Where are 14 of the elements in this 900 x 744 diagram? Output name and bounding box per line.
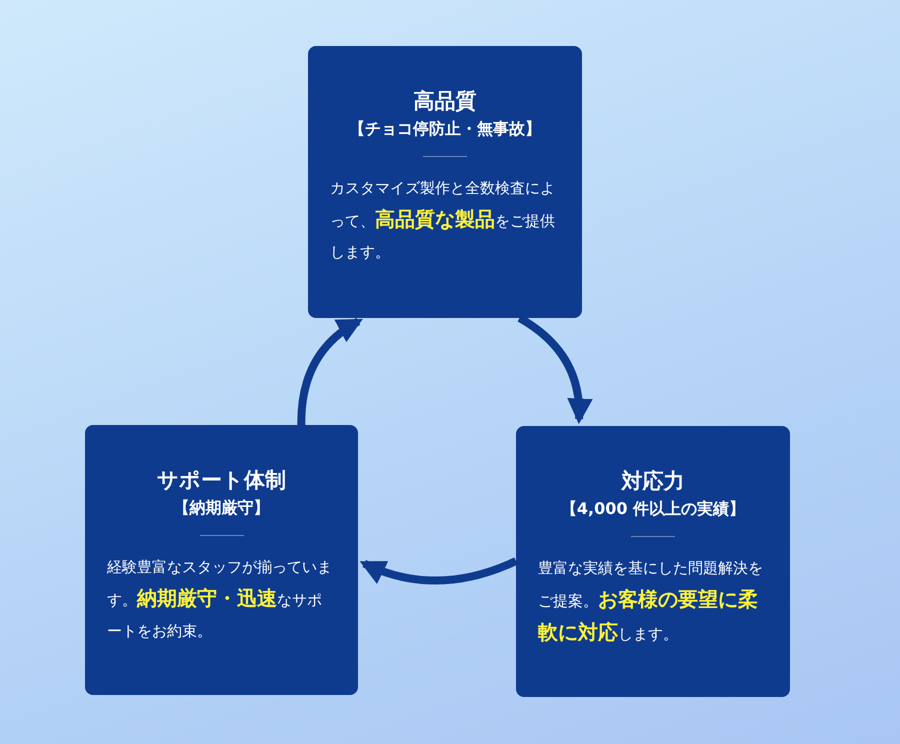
- description: 経験豊富なスタッフが揃っています。納期厳守・迅速なサポートをお約束。: [107, 557, 333, 642]
- subheading: 【チョコ停防止・無事故】: [349, 118, 541, 140]
- heading: 対応力: [622, 468, 684, 495]
- heading: サポート体制: [157, 467, 286, 494]
- curved-arrow: [297, 318, 363, 426]
- feature-card: [308, 46, 582, 318]
- feature-card: [516, 426, 790, 697]
- heading: 高品質: [414, 88, 476, 115]
- subheading: 【4,000 件以上の実績】: [560, 498, 746, 520]
- description: カスタマイズ製作と全数検査によって、高品質な製品をご提供します。: [330, 178, 556, 263]
- description: 豊富な実績を基にした問題解決をご提案。お客様の要望に柔軟に対応します。: [538, 558, 764, 646]
- feature-card: [85, 425, 358, 695]
- curved-arrow: [360, 557, 518, 584]
- subheading: 【納期厳守】: [174, 497, 270, 519]
